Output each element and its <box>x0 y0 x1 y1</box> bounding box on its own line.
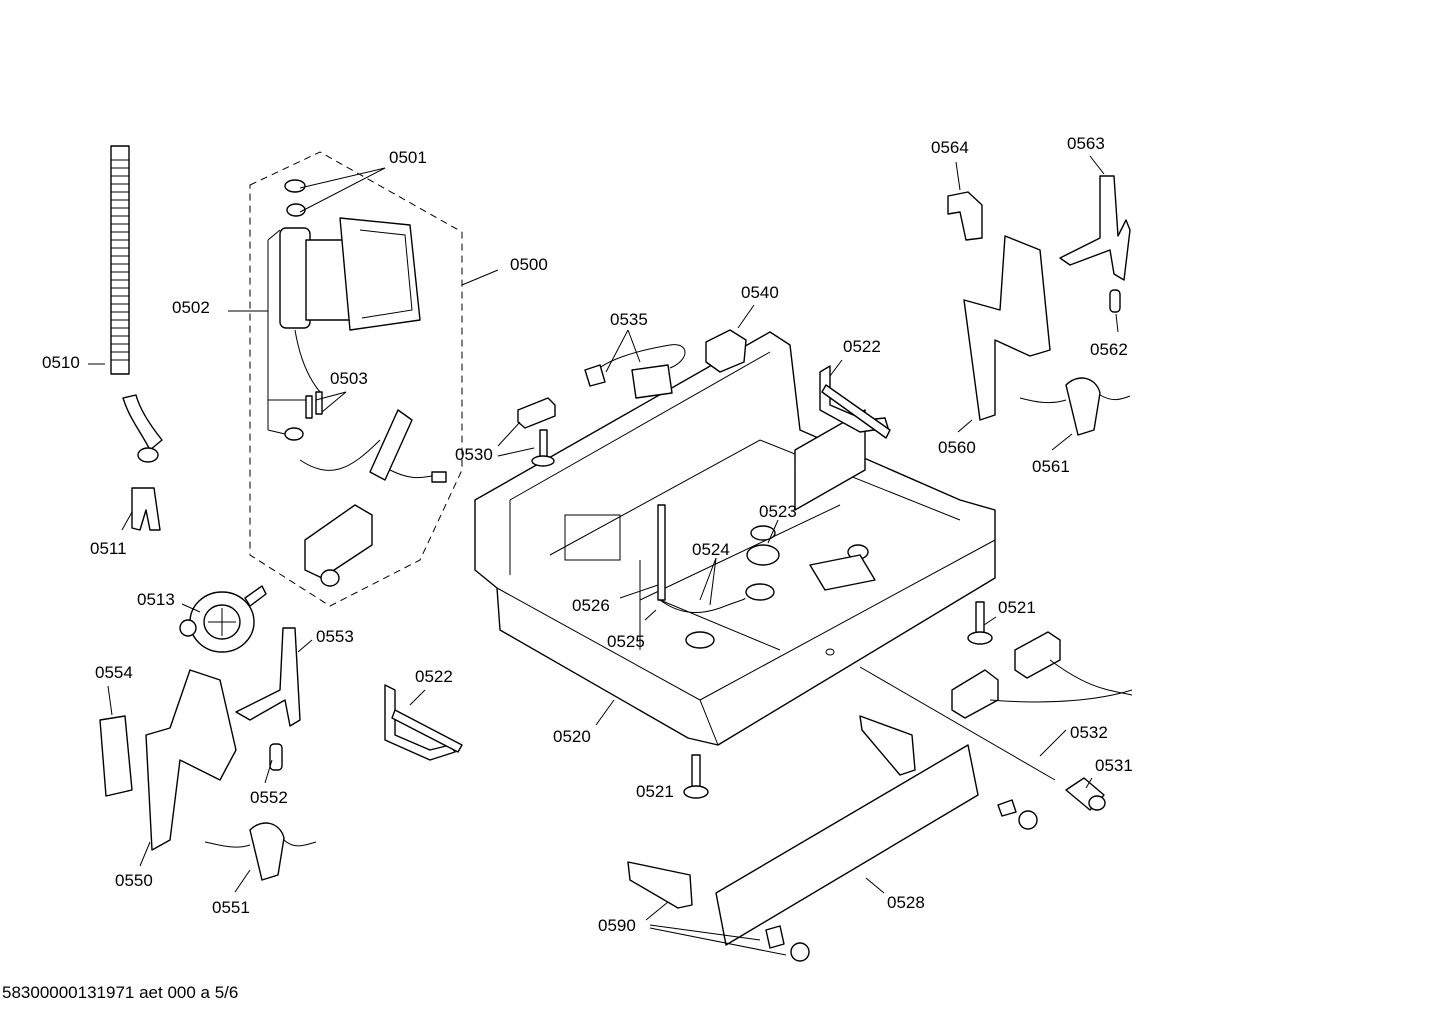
bracket-0563-part <box>1059 175 1131 281</box>
clip-part <box>131 487 161 531</box>
callout-0540: 0540 <box>741 283 779 302</box>
callout-0561: 0561 <box>1032 457 1070 476</box>
callout-0525: 0525 <box>607 632 645 651</box>
small-clip-part <box>269 743 283 771</box>
callout-0524: 0524 <box>692 540 730 559</box>
base-tub-part <box>474 331 996 746</box>
callout-0563: 0563 <box>1067 134 1105 153</box>
callout-0511: 0511 <box>90 539 127 558</box>
callout-0535: 0535 <box>610 310 648 329</box>
callout-0532: 0532 <box>1070 723 1108 742</box>
callout-0513: 0513 <box>137 590 175 609</box>
cover-part <box>99 715 133 797</box>
callout-0552: 0552 <box>250 788 288 807</box>
callout-0520: 0520 <box>553 727 591 746</box>
callout-0551: 0551 <box>212 898 250 917</box>
callout-0526: 0526 <box>572 596 610 615</box>
callout-0531: 0531 <box>1095 756 1133 775</box>
callout-0501: 0501 <box>389 148 427 167</box>
clip-0562-part <box>1109 289 1121 313</box>
inner-hose-part <box>299 409 447 483</box>
callout-0528: 0528 <box>887 893 925 912</box>
callout-0521-right: 0521 <box>998 598 1036 617</box>
callout-0523: 0523 <box>759 502 797 521</box>
bracket-0560-part <box>963 235 1051 421</box>
callout-0550: 0550 <box>115 871 153 890</box>
foot-screw-right-part <box>967 601 993 645</box>
sensor-block-part <box>517 397 556 429</box>
valve-bracket-part <box>304 504 373 587</box>
callout-0502: 0502 <box>172 298 210 317</box>
callout-0554: 0554 <box>95 663 133 682</box>
callout-0553: 0553 <box>316 627 354 646</box>
callout-0521-bottom: 0521 <box>636 782 674 801</box>
pump-part <box>179 585 267 653</box>
plug-part <box>997 799 1038 830</box>
inlet-valve-part <box>279 179 421 441</box>
drawing-id: 58300000131971 aet 000 a 5/6 <box>2 983 238 1002</box>
hinge-spring-left-part <box>384 684 463 761</box>
cable-part <box>584 344 686 399</box>
drain-hose-part <box>110 145 163 463</box>
callout-0590: 0590 <box>598 916 636 935</box>
toe-plate-bracket-part <box>859 715 916 776</box>
valve-assembly-outline <box>249 151 463 607</box>
foot-screw-bottom-part <box>683 754 709 799</box>
toe-plate-part <box>715 744 979 946</box>
callout-0522-right: 0522 <box>843 337 881 356</box>
screw-part <box>531 429 555 467</box>
connector-block-part <box>951 631 1133 719</box>
callout-0530: 0530 <box>455 445 493 464</box>
callout-0510: 0510 <box>42 353 80 372</box>
rod-part <box>859 666 1056 781</box>
callout-0564: 0564 <box>931 138 969 157</box>
callout-0500: 0500 <box>510 255 548 274</box>
leader-lines <box>88 155 1119 956</box>
sensor-right-part <box>1019 377 1131 436</box>
bracket-left-part <box>235 627 301 727</box>
callout-0522-left: 0522 <box>415 667 453 686</box>
end-cap-part <box>1065 777 1106 811</box>
connector-part <box>305 391 323 419</box>
callout-0560: 0560 <box>938 438 976 457</box>
callout-0562: 0562 <box>1090 340 1128 359</box>
callout-0503: 0503 <box>330 369 368 388</box>
bracket-large-part <box>145 669 237 851</box>
bracket-0564-part <box>947 191 983 241</box>
toe-bracket-part <box>627 861 693 909</box>
hinge-spring-right-part <box>819 365 891 439</box>
toe-screw-part <box>765 925 810 962</box>
callout-labels: 0501 0500 0502 0503 0510 0511 0513 0553 … <box>42 134 1133 935</box>
switch-part <box>705 329 747 373</box>
sensor-left-part <box>204 822 317 881</box>
